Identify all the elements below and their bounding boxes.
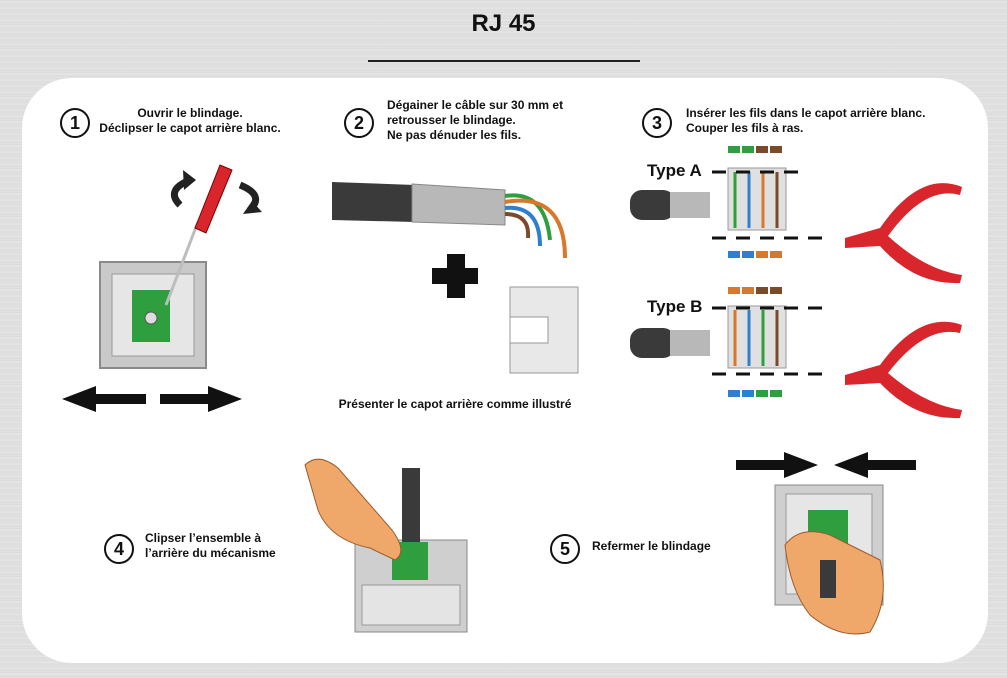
title-underline	[368, 60, 640, 62]
step-3-text: Insérer les fils dans le capot arrière b…	[686, 106, 966, 136]
step-1-line-2: Déclipser le capot arrière blanc.	[99, 121, 281, 135]
step-5-line-1: Refermer le blindage	[592, 539, 711, 553]
pliers-icon	[845, 183, 962, 284]
step-1-number: 1	[60, 108, 90, 138]
hand-icon	[304, 458, 402, 561]
step-4-line-1: Clipser l’ensemble à	[145, 531, 262, 545]
step-4-line-2: l’arrière du mécanisme	[145, 546, 276, 560]
arrow-left-icon	[62, 386, 146, 412]
cable-jacket	[820, 560, 836, 598]
step-4-text: Clipser l’ensemble à l’arrière du mécani…	[145, 531, 295, 561]
cable-jacket	[402, 468, 420, 542]
cable-jacket	[630, 190, 675, 220]
step-2-number: 2	[344, 108, 374, 138]
type-b-diagram	[630, 287, 962, 419]
step-4-number: 4	[104, 534, 134, 564]
step-3-line-1: Insérer les fils dans le capot arrière b…	[686, 106, 926, 120]
cable-shield	[411, 183, 506, 226]
screwdriver-shaft	[164, 221, 200, 306]
arrow-right-icon	[736, 452, 818, 478]
type-b-label: Type B	[647, 297, 703, 316]
screwdriver-handle	[194, 164, 233, 234]
step-2-line-2: retrousser le blindage.	[387, 113, 516, 127]
step-1-line-1: Ouvrir le blindage.	[137, 106, 243, 120]
step-5-number: 5	[550, 534, 580, 564]
step-2-text: Dégainer le câble sur 30 mm et retrousse…	[387, 98, 607, 143]
arrow-left-icon	[834, 452, 916, 478]
arrow-right-icon	[160, 386, 242, 412]
page-title: RJ 45	[471, 10, 536, 37]
type-a-diagram	[630, 146, 962, 284]
step-2-line-1: Dégainer le câble sur 30 mm et	[387, 98, 564, 112]
cable-jacket	[332, 182, 415, 222]
present-caption: Présenter le capot arrière comme illustr…	[338, 397, 572, 411]
pliers-icon	[845, 321, 962, 419]
step-5-text: Refermer le blindage	[592, 539, 742, 554]
cable-jacket	[630, 328, 675, 358]
plus-icon	[432, 254, 478, 298]
step-2-line-3: Ne pas dénuder les fils.	[387, 128, 522, 142]
step-3-line-2: Couper les fils à ras.	[686, 121, 804, 135]
type-a-label: Type A	[647, 161, 702, 180]
step-3-number: 3	[642, 108, 672, 138]
step-1-text: Ouvrir le blindage. Déclipser le capot a…	[80, 106, 300, 136]
